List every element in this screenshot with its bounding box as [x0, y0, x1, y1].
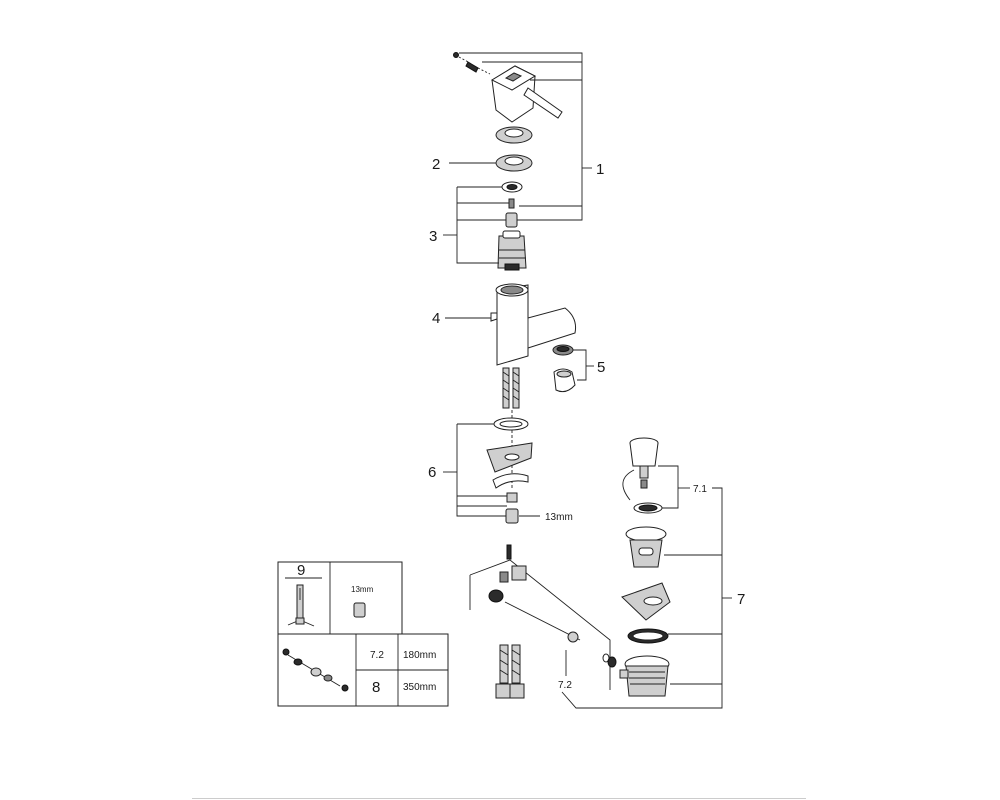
callout-6: 6 [428, 464, 436, 481]
legend-box: 9 13mm 7.2 180mm 8 350mm [277, 561, 449, 707]
tool-socket [353, 602, 366, 618]
waste-flange [625, 526, 667, 542]
callout-4: 4 [432, 310, 440, 327]
waste-set [619, 437, 671, 697]
rod-kit-icon [282, 648, 349, 692]
rod-nut [488, 589, 504, 603]
cartridge-parts [497, 181, 527, 271]
clamp-washer [492, 473, 529, 489]
lever-blade [523, 87, 563, 119]
legend-length-1: 180mm [403, 650, 436, 661]
callout-1: 1 [596, 161, 604, 178]
cartridge-adapter [505, 212, 518, 228]
clamp-screw [499, 571, 509, 583]
lift-rod [506, 544, 512, 560]
wrench-size-label: 13mm [545, 512, 573, 523]
tool-number: 9 [297, 562, 305, 579]
callout-5: 5 [597, 359, 605, 376]
supply-hose-a [499, 644, 509, 684]
hose-nut-a [495, 683, 511, 699]
popup-rod-assembly [469, 544, 617, 699]
callout-3: 3 [429, 228, 437, 245]
set-screw [453, 52, 459, 58]
waste-lower-body [625, 665, 669, 697]
aerator-parts [552, 344, 576, 393]
fixing-nut-13mm [505, 508, 519, 524]
grub-screw [465, 61, 479, 73]
adapter-pin [508, 198, 515, 209]
handle-cap [504, 72, 523, 82]
footer-divider [192, 798, 806, 799]
tool-size: 13mm [351, 585, 374, 594]
mixer-body [490, 283, 576, 409]
rod-clamp [511, 565, 527, 581]
fixing-nut-small [506, 492, 518, 503]
cover-rings [495, 126, 533, 172]
leader-lines [443, 52, 732, 709]
pivot-nut [607, 656, 617, 668]
tool-key [287, 584, 315, 627]
cartridge [497, 235, 527, 269]
legend-length-2: 350mm [403, 682, 436, 693]
pivot-ball [567, 631, 579, 643]
mounting-set [486, 410, 533, 524]
callout-7: 7 [737, 591, 745, 608]
popup-stem [639, 465, 649, 479]
callout-7-2: 7.2 [558, 680, 572, 691]
callout-labels: 1 2 3 4 5 6 13mm 7.1 7 7.2 [428, 156, 745, 691]
supply-hose-b [511, 644, 521, 684]
callout-2: 2 [432, 156, 440, 173]
hose-nut-b [509, 683, 525, 699]
waste-pivot-port [619, 669, 629, 679]
callout-7-1: 7.1 [693, 484, 707, 495]
legend-code-1: 7.2 [370, 650, 384, 661]
legend-code-2: 8 [372, 679, 380, 696]
faucet-spout [496, 284, 576, 366]
handle-assembly [453, 52, 563, 123]
